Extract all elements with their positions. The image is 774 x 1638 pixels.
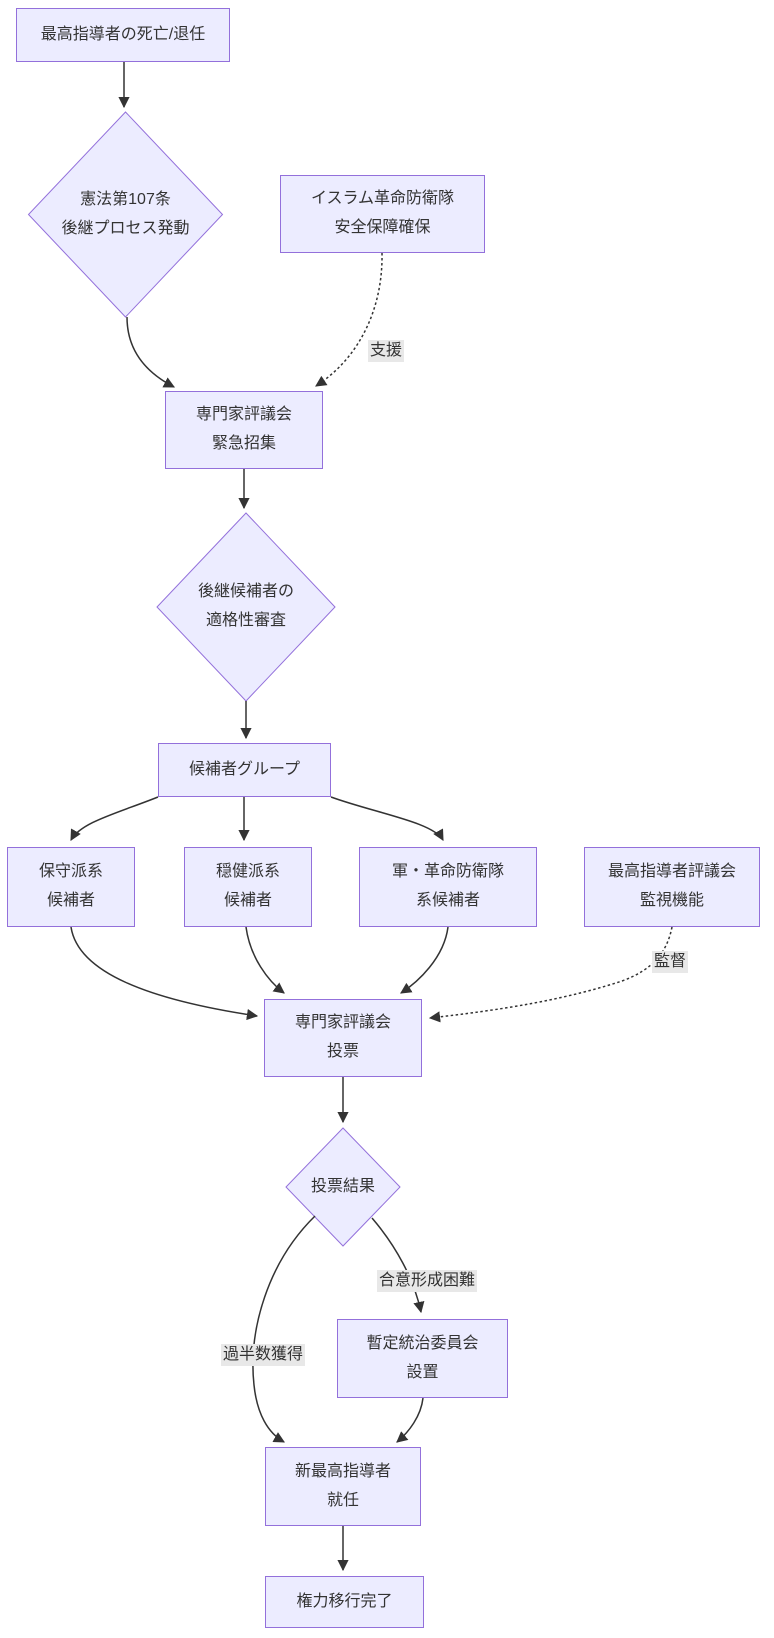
node-label: 系候補者 [415, 892, 480, 909]
edge-oversight-to-vote [428, 926, 673, 1023]
decision-article107-shape [27, 111, 224, 318]
node-label: 軍・革命防衛隊 [391, 863, 504, 881]
node-label: 新最高指導者 [294, 1462, 391, 1480]
node-label: 監視機能 [639, 892, 704, 909]
node-label: 設置 [406, 1363, 439, 1381]
edge-interim-to-new-leader [396, 1397, 424, 1443]
edge-label-no-consensus: 合意形成困難 [377, 1270, 478, 1292]
node-label: 候補者グループ [188, 760, 301, 778]
edge-label-supervise: 監督 [652, 951, 689, 973]
node-label: 就任 [326, 1491, 359, 1509]
node-new-supreme-leader: 新最高指導者 就任 [265, 1447, 421, 1526]
edge-irgc-to-convene [315, 252, 383, 387]
node-interim-committee: 暫定統治委員会 設置 [337, 1319, 508, 1398]
node-label: 候補者 [46, 892, 95, 909]
node-label: 保守派系 [38, 863, 103, 881]
node-label: 後継候補者の [197, 583, 294, 601]
node-label: 候補者 [223, 892, 272, 909]
node-moderate-candidates: 穏健派系 候補者 [184, 847, 312, 927]
node-leader-death: 最高指導者の死亡/退任 [16, 8, 230, 62]
node-conservative-candidates: 保守派系 候補者 [7, 847, 135, 927]
node-leadership-council-oversight: 最高指導者評議会 監視機能 [584, 847, 760, 927]
node-label: 権力移行完了 [296, 1592, 393, 1610]
node-label: 憲法第107条 [80, 190, 171, 208]
node-label: 投票結果 [310, 1177, 375, 1195]
node-label: 専門家評議会 [195, 406, 292, 424]
node-transition-complete: 権力移行完了 [265, 1576, 424, 1628]
node-candidate-group: 候補者グループ [158, 743, 331, 797]
node-experts-assembly-convene: 専門家評議会 緊急招集 [165, 391, 323, 469]
edge-article107-to-convene [126, 316, 175, 388]
node-irgc-security: イスラム革命防衛隊 安全保障確保 [280, 175, 485, 253]
node-label: 緊急招集 [211, 435, 276, 452]
edge-label-support: 支援 [368, 340, 405, 362]
node-military-irgc-candidates: 軍・革命防衛隊 系候補者 [359, 847, 537, 927]
node-label: イスラム革命防衛隊 [310, 190, 455, 208]
node-label: 暫定統治委員会 [366, 1334, 479, 1352]
node-label: 最高指導者の死亡/退任 [40, 25, 206, 43]
node-label: 適格性審査 [205, 612, 286, 629]
node-experts-assembly-vote: 専門家評議会 投票 [264, 999, 422, 1077]
node-eligibility-review-decision: 後継候補者の 適格性審査 [157, 513, 335, 701]
node-label: 投票 [326, 1043, 359, 1060]
edge-moderate-to-vote [245, 926, 285, 994]
edge-result-to-new-leader [252, 1215, 316, 1443]
node-label: 穏健派系 [215, 863, 280, 881]
node-label: 専門家評議会 [294, 1014, 391, 1032]
node-label: 安全保障確保 [334, 219, 431, 236]
edge-candidates-to-military [330, 796, 444, 841]
edge-military-to-vote [400, 926, 449, 994]
node-label: 後継プロセス発動 [61, 219, 190, 237]
edge-label-majority: 過半数獲得 [221, 1344, 306, 1366]
edge-conservative-to-vote [70, 926, 259, 1021]
edge-result-to-interim [371, 1217, 425, 1314]
node-label: 最高指導者評議会 [607, 863, 736, 881]
edge-candidates-to-conservative [70, 796, 159, 841]
node-article-107-decision: 憲法第107条 後継プロセス発動 [28, 112, 223, 317]
node-vote-result-decision: 投票結果 [286, 1128, 400, 1246]
